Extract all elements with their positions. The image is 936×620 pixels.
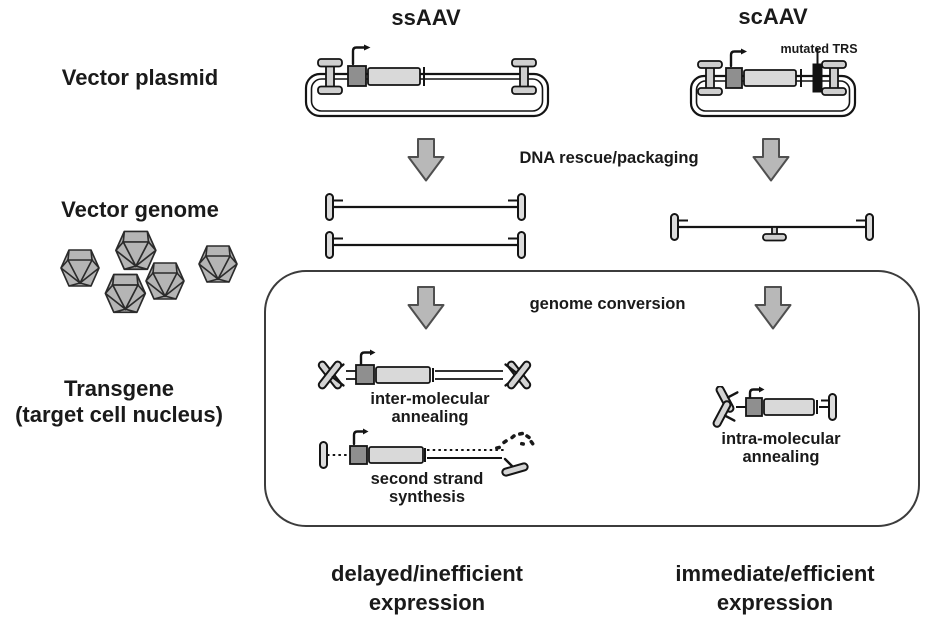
column-header-scaav-text: scAAV <box>738 4 808 29</box>
intra-molecular-diagram <box>712 386 837 428</box>
itr-icon <box>697 60 723 96</box>
transgene-box <box>368 446 424 464</box>
inter-molecular-annealing-label: inter-molecular annealing <box>330 390 530 426</box>
crossed-itr-icon <box>317 360 345 390</box>
row-label-transgene-line1: Transgene <box>63 376 175 401</box>
bent-itr-icon <box>501 457 529 477</box>
mutated-trs-box <box>812 63 823 93</box>
promoter-icon <box>745 386 765 417</box>
ssaav-genome-diagram <box>325 193 526 259</box>
aav-capsid-icon <box>115 230 157 271</box>
scaav-plasmid-diagram <box>689 48 857 118</box>
outcome-ssaav-line1: delayed/inefficient <box>331 561 523 586</box>
crossed-itr-icon <box>504 360 532 390</box>
mutated-trs-label: mutated TRS <box>764 42 874 56</box>
second-strand-diagram <box>319 428 535 477</box>
transgene-box <box>375 366 431 384</box>
outcome-ssaav-line2: expression <box>368 590 486 615</box>
intra-molecular-line2: annealing <box>742 447 820 466</box>
second-strand-line2: synthesis <box>388 487 466 506</box>
outcome-scaav-line2: expression <box>716 590 834 615</box>
ss-genome-strand <box>325 193 526 221</box>
genome-conversion-label: genome conversion <box>505 295 710 314</box>
promoter-icon <box>347 44 371 87</box>
itr-icon <box>821 393 837 421</box>
outcome-scaav-line1: immediate/efficient <box>675 561 875 586</box>
row-label-vector-plasmid-text: Vector plasmid <box>61 65 219 90</box>
outcome-ssaav-label: delayed/inefficient expression <box>297 559 557 617</box>
mutated-trs-label-text: mutated TRS <box>780 42 858 56</box>
ss-genome-strand <box>325 231 526 259</box>
aav-capsid-icon <box>145 262 185 300</box>
down-arrow-icon <box>407 138 445 182</box>
dna-rescue-packaging-label: DNA rescue/packaging <box>499 149 719 168</box>
dna-rescue-packaging-text: DNA rescue/packaging <box>519 149 699 167</box>
itr-icon <box>821 60 847 96</box>
down-arrow-icon <box>754 286 792 330</box>
column-header-ssaav: ssAAV <box>366 5 486 30</box>
scaav-genome-diagram <box>670 213 874 242</box>
intra-molecular-annealing-label: intra-molecular annealing <box>681 430 881 466</box>
column-header-scaav: scAAV <box>713 4 833 29</box>
aav-capsid-icon <box>198 245 238 283</box>
aav-capsid-icon <box>60 249 100 287</box>
inter-molecular-diagram <box>317 349 532 390</box>
itr-icon <box>511 58 537 95</box>
second-strand-line1: second strand <box>370 470 484 488</box>
outcome-scaav-label: immediate/efficient expression <box>645 559 905 617</box>
synthesis-dots-icon <box>495 431 535 450</box>
inter-molecular-line2: annealing <box>391 407 469 426</box>
row-label-vector-genome: Vector genome <box>30 197 250 222</box>
transgene-box <box>367 67 421 86</box>
ssaav-plasmid-diagram <box>304 44 550 118</box>
itr-icon <box>319 441 328 469</box>
itr-icon <box>317 58 343 95</box>
second-strand-synthesis-label: second strand synthesis <box>327 470 527 506</box>
aav-capsid-icon <box>104 273 147 314</box>
transgene-box <box>763 398 815 416</box>
transgene-box <box>743 69 797 87</box>
promoter-icon <box>725 48 747 89</box>
folded-itr-icon <box>712 386 739 428</box>
column-header-ssaav-text: ssAAV <box>391 5 461 30</box>
inter-molecular-line1: inter-molecular <box>370 390 490 408</box>
down-arrow-icon <box>407 286 445 330</box>
down-arrow-icon <box>752 138 790 182</box>
intra-molecular-line1: intra-molecular <box>721 430 841 448</box>
central-trs-icon <box>762 226 787 242</box>
row-label-vector-plasmid: Vector plasmid <box>30 65 250 90</box>
row-label-vector-genome-text: Vector genome <box>61 197 219 222</box>
row-label-transgene-line2: (target cell nucleus) <box>15 402 223 427</box>
promoter-icon <box>349 428 369 465</box>
nucleus-box <box>264 270 920 527</box>
capsid-cluster <box>60 230 238 314</box>
genome-conversion-text: genome conversion <box>529 295 686 313</box>
row-label-transgene: Transgene (target cell nucleus) <box>0 376 238 428</box>
promoter-icon <box>355 349 376 385</box>
